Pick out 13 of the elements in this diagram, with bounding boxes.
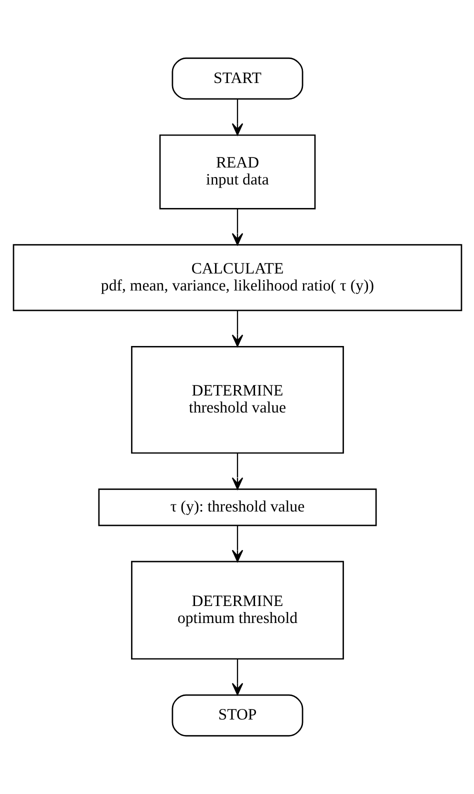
arrow: [231, 658, 243, 696]
arrow: [231, 310, 243, 347]
node-box: READ input data: [158, 134, 316, 210]
node-box: START: [171, 58, 303, 100]
arrow: [231, 453, 243, 490]
arrow: [231, 526, 243, 562]
node-box: CALCULATE pdf, mean, variance, likelihood ratio( τ (y)): [12, 244, 462, 312]
arrow: [231, 208, 243, 246]
node-box: τ (y): threshold value: [98, 488, 376, 526]
node-box: DETERMINE threshold value: [130, 346, 344, 454]
arrow: [231, 99, 243, 136]
node-box: STOP: [171, 694, 303, 736]
node-box: DETERMINE optimum threshold: [130, 560, 344, 660]
